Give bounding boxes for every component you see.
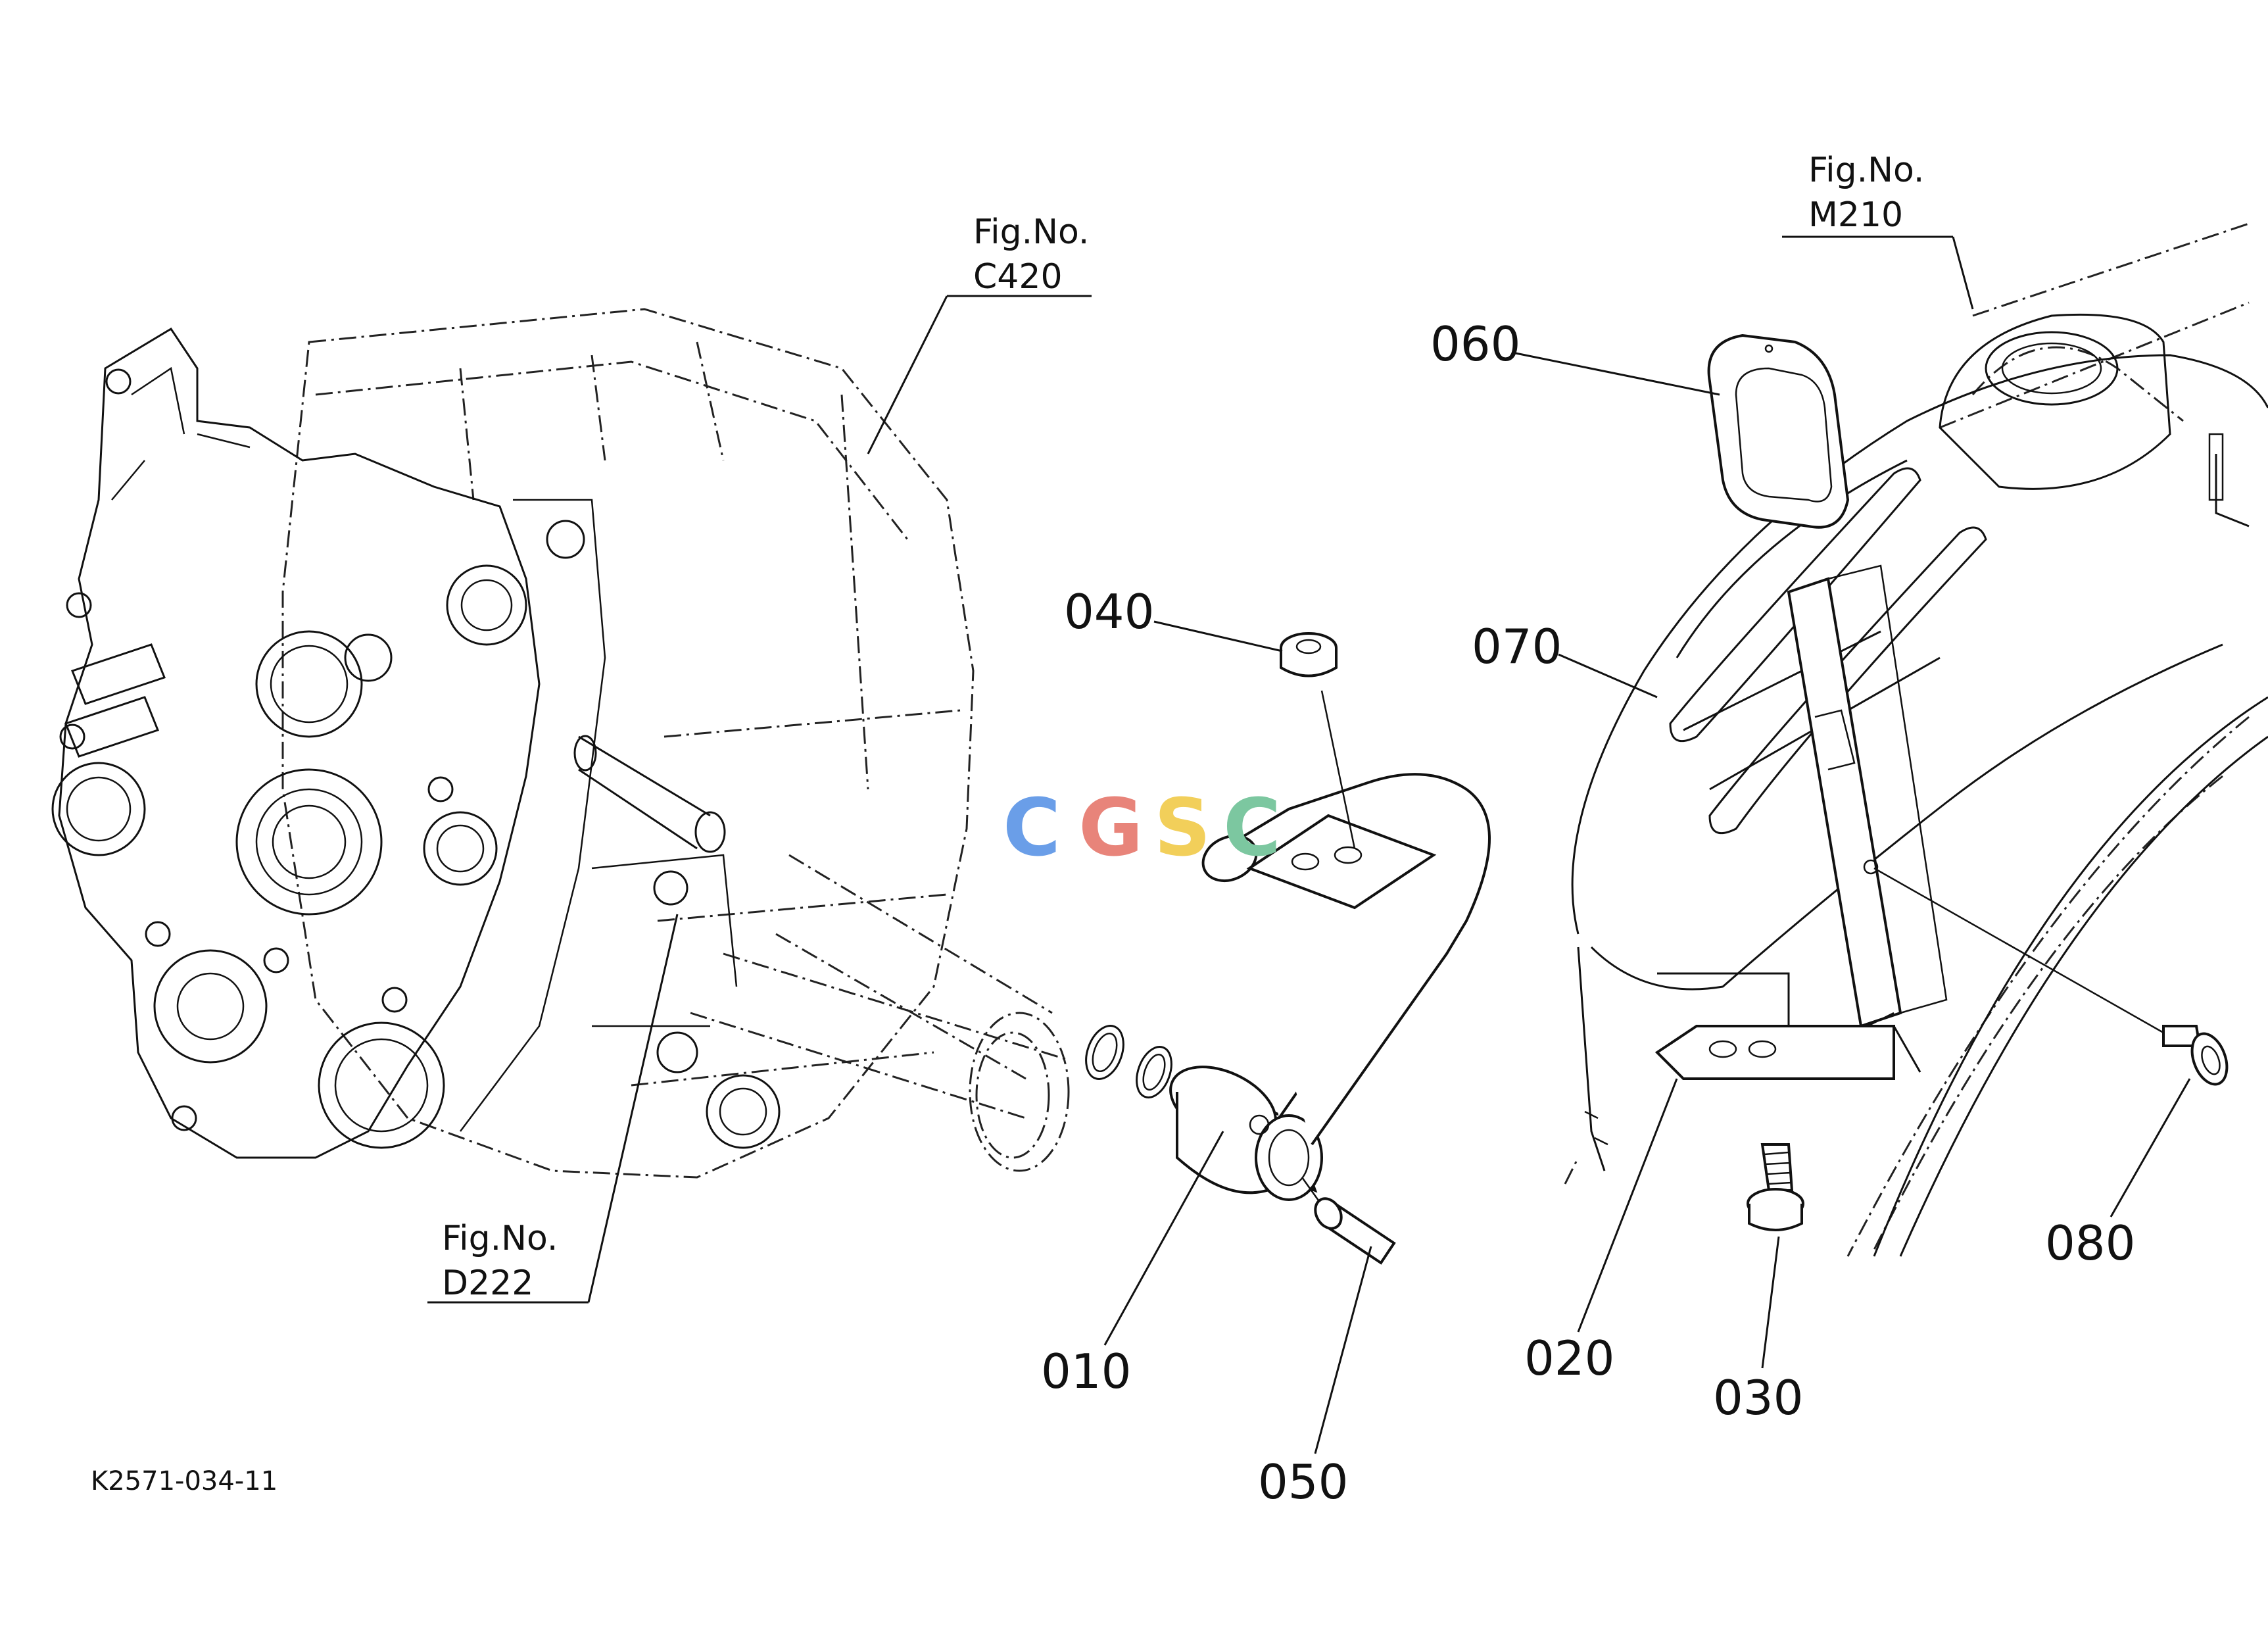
- callout-050: 050: [1258, 1454, 1348, 1510]
- orings: [1085, 1025, 1172, 1098]
- figure-ref-d222: Fig.No. D222: [442, 1219, 558, 1303]
- callout-060: 060: [1430, 316, 1520, 372]
- watermark-logo: C G S C: [1003, 783, 1281, 874]
- callout-020: 020: [1524, 1331, 1614, 1386]
- fig-ref-d222-number: D222: [442, 1264, 533, 1303]
- knob-part: [1707, 333, 1850, 529]
- bolt-part: [1747, 1143, 1804, 1231]
- callout-070: 070: [1472, 619, 1562, 674]
- fig-ref-d222-label: Fig.No.: [442, 1219, 558, 1258]
- figure-ref-m210: Fig.No. M210: [1808, 151, 1924, 235]
- callout-080: 080: [2045, 1216, 2135, 1271]
- fig-ref-m210-label: Fig.No.: [1808, 151, 1924, 190]
- fig-ref-m210-number: M210: [1808, 195, 1903, 235]
- callout-010: 010: [1041, 1344, 1131, 1399]
- fig-ref-c420-label: Fig.No.: [973, 212, 1089, 252]
- pin-part: [1301, 1177, 1396, 1265]
- lever-arm-part: [1169, 773, 1491, 1201]
- watermark-letter-1: C: [1003, 783, 1061, 874]
- callout-040: 040: [1064, 584, 1154, 639]
- leader-lines: [427, 235, 2191, 1454]
- callout-030: 030: [1713, 1370, 1803, 1425]
- fig-ref-c420-number: C420: [973, 257, 1063, 297]
- drawing-code: K2571-034-11: [91, 1466, 277, 1496]
- bracket-part: [1654, 972, 1921, 1080]
- figure-ref-c420: Fig.No. C420: [973, 212, 1089, 297]
- lever-rod-part: [1787, 564, 1948, 1028]
- nut-part: [1280, 632, 1356, 849]
- watermark-letter-2: G: [1078, 783, 1144, 874]
- watermark-letter-4: C: [1223, 783, 1281, 874]
- screw-part: [1863, 859, 2229, 1086]
- fender-assembly: [1564, 222, 2268, 1257]
- transmission-housing: [51, 308, 1070, 1179]
- watermark-letter-3: S: [1154, 783, 1211, 874]
- callout-labels: 060 040 070 010 020 030 050 080: [1041, 316, 2135, 1510]
